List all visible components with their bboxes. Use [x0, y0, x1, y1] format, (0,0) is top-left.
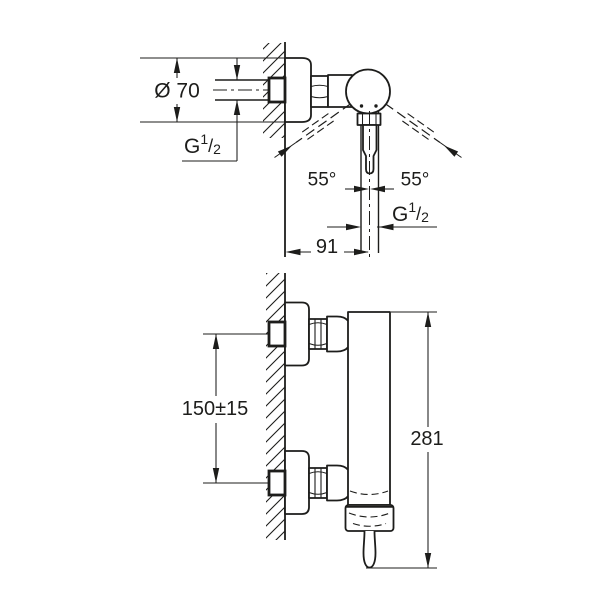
escutcheon-side — [284, 57, 312, 123]
dimension-swing-angles: 55° 55° — [308, 170, 430, 193]
dimension-outlet-thread: G1/2 — [327, 199, 437, 231]
outlet-pipe-side — [360, 110, 380, 253]
label-150: 150±15 — [182, 398, 249, 420]
outlet-joint-dashed-arc — [349, 490, 389, 496]
wall-section-side — [263, 42, 286, 257]
wall-section-front — [266, 273, 286, 540]
front-view: 150±15 281 — [182, 273, 444, 569]
label-outlet-thread: G1/2 — [392, 199, 429, 226]
dimension-281: 281 — [366, 311, 444, 569]
mixer-body-front — [347, 311, 391, 506]
label-diameter-70: Ø 70 — [154, 80, 200, 103]
label-angle-right: 55° — [401, 170, 430, 191]
side-view: Ø 70 G1/2 — [140, 42, 462, 258]
outlet-head — [344, 504, 395, 532]
dimension-diameter-70: Ø 70 — [140, 57, 285, 123]
handle-swing-range — [274, 103, 462, 158]
label-angle-left: 55° — [308, 170, 337, 191]
label-281: 281 — [410, 428, 443, 450]
dimension-150: 150±15 — [182, 334, 249, 483]
ball-joint — [345, 68, 391, 115]
upper-connection — [267, 301, 353, 367]
pipe-stub-side — [267, 76, 287, 104]
lever-handle — [356, 111, 382, 257]
label-91: 91 — [316, 236, 338, 258]
label-inlet-thread: G1/2 — [184, 131, 221, 158]
dimension-inlet-thread: G1/2 — [182, 58, 241, 162]
water-drop — [362, 530, 377, 569]
hex-nut-side — [310, 75, 329, 108]
dimension-91: 91 — [285, 236, 369, 258]
